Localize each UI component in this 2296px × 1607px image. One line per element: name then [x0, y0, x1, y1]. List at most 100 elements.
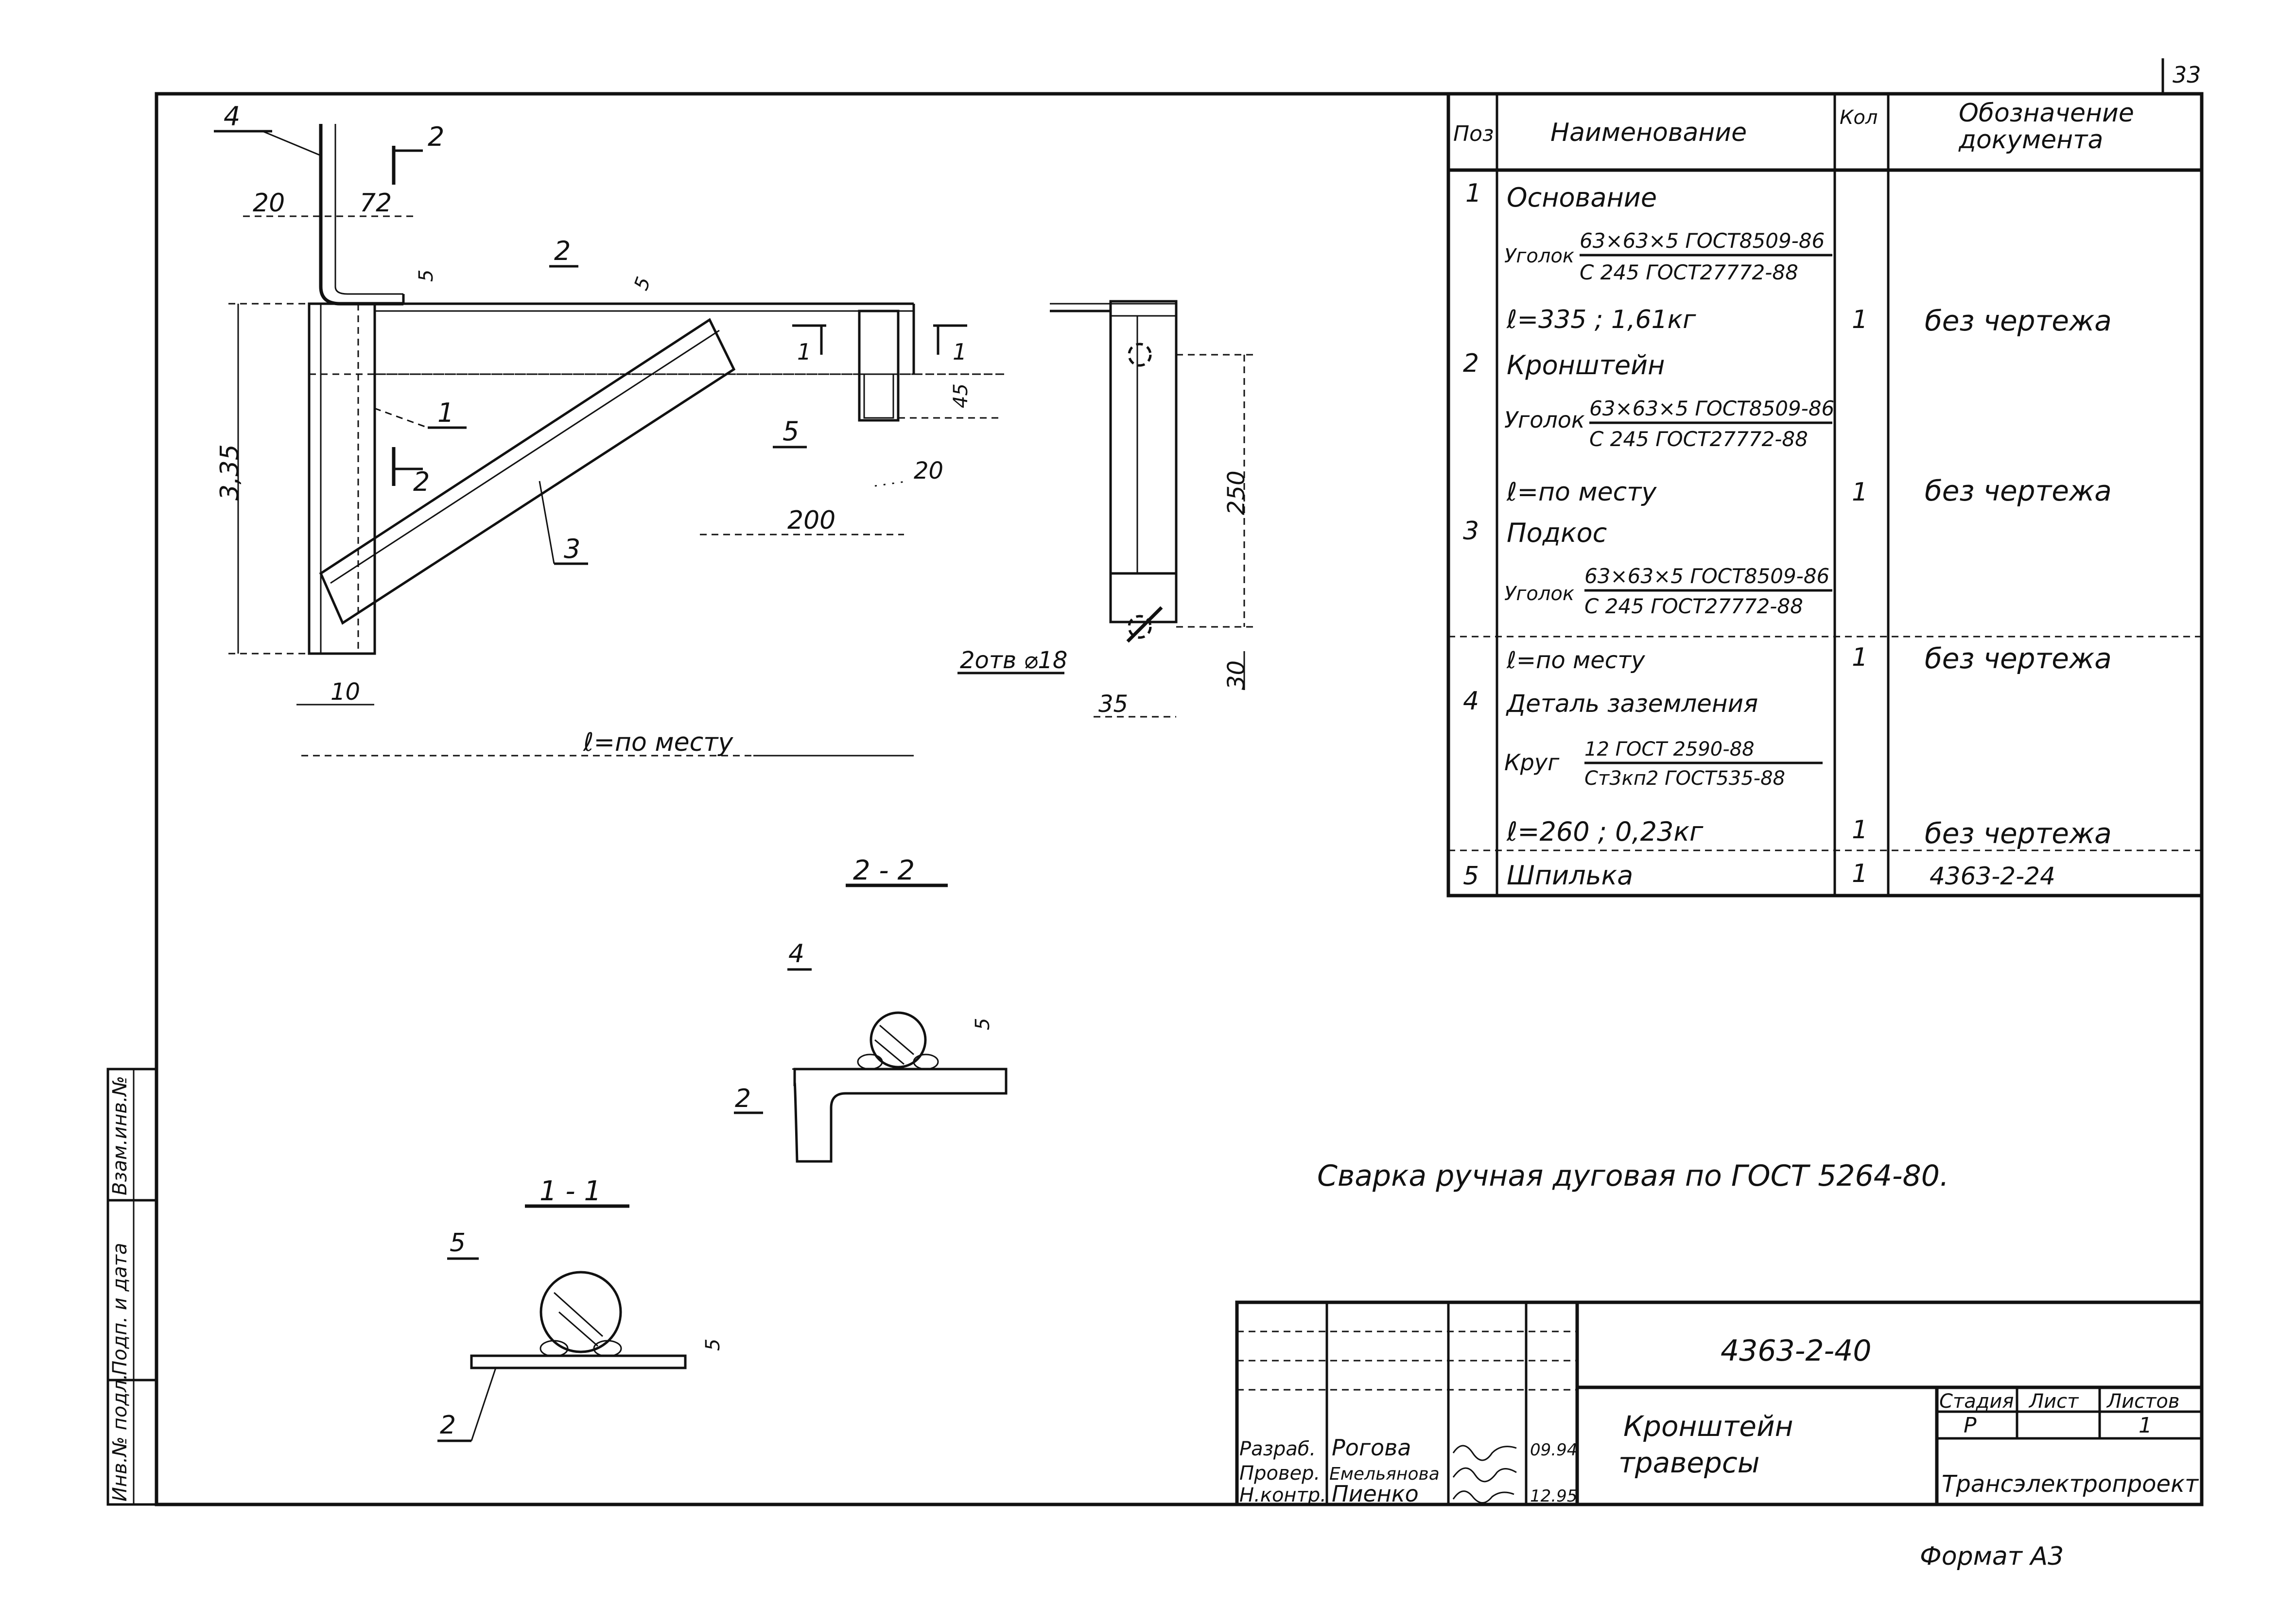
spec-row-11-prefix: Круг — [1504, 749, 1560, 776]
dim-length: ℓ=по месту — [583, 728, 733, 757]
spec-row-13-doc: 4363-2-24 — [1930, 862, 2055, 890]
name-checker: Емельянова — [1329, 1464, 1440, 1484]
section-1-1-callout-5: 5 — [450, 1228, 466, 1258]
dim-45: 45 — [950, 383, 972, 408]
spec-row-5-frac-top: 63×63×5 ГОСТ8509-86 — [1589, 397, 1834, 420]
stage-label: Стадия — [1939, 1390, 2014, 1413]
holes-label: 2отв ⌀18 — [960, 647, 1067, 674]
dim-5-rod: 5 — [415, 270, 437, 282]
spec-row-13-pos: 5 — [1463, 862, 1479, 891]
signature-developer — [1452, 1445, 1517, 1461]
end-block — [858, 310, 900, 422]
spec-header-doc-2: документа — [1958, 125, 2103, 155]
spec-row-11-frac-bottom: Ст3кп2 ГОСТ535-88 — [1584, 767, 1785, 790]
spec-row-5-prefix: Уголок — [1504, 407, 1585, 433]
title-line-2: траверсы — [1618, 1446, 1760, 1479]
section-mark-2-bottom: 2 — [413, 467, 430, 497]
dim-5-top: 5 — [630, 274, 655, 294]
section-1-1-title: 1 - 1 — [539, 1175, 601, 1207]
spec-row-9-qty: 1 — [1852, 643, 1868, 672]
section-1-1-callout-2: 2 — [440, 1411, 456, 1440]
role-developer: Разраб. — [1239, 1438, 1316, 1460]
role-checker: Провер. — [1239, 1462, 1320, 1485]
date-norm-control: 12.95 — [1530, 1486, 1577, 1506]
spec-row-9-doc: без чертежа — [1925, 642, 2112, 675]
section-1-1: 1 - 1 5 2 5 — [437, 1175, 724, 1442]
spec-row-2-frac-top: 63×63×5 ГОСТ8509-86 — [1580, 229, 1825, 253]
spec-row-10-pos: 4 — [1463, 687, 1479, 716]
dim-200: 200 — [787, 506, 835, 535]
stamp-field-replace: Взам.инв.№ — [109, 1076, 131, 1195]
dim-250: 250 — [1223, 470, 1250, 515]
date-developer: 09.94 — [1530, 1440, 1577, 1460]
signature-norm-control — [1452, 1490, 1514, 1503]
stamp-field-sign-date: Подп. и дата — [109, 1243, 131, 1375]
dim-72: 72 — [360, 189, 392, 218]
spec-row-4-pos: 2 — [1463, 349, 1479, 378]
section-1-1-dim-5: 5 — [702, 1339, 724, 1351]
dim-35: 35 — [1098, 691, 1128, 718]
spec-row-13-qty: 1 — [1852, 859, 1868, 888]
diagonal-brace — [319, 318, 736, 625]
callout-2: 2 — [554, 236, 571, 266]
callout-4: 4 — [224, 101, 240, 132]
callout-3: 3 — [564, 534, 580, 564]
section-2-2-title: 2 - 2 — [853, 855, 915, 886]
dim-20: 20 — [253, 189, 285, 218]
spec-row-6-qty: 1 — [1852, 478, 1868, 507]
spec-row-8-frac-top: 63×63×5 ГОСТ8509-86 — [1584, 564, 1829, 588]
title-line-1: Кронштейн — [1623, 1410, 1793, 1443]
name-developer: Рогова — [1332, 1434, 1411, 1461]
welding-note: Сварка ручная дуговая по ГОСТ 5264-80. — [1317, 1159, 1949, 1193]
corner-number: 33 — [2173, 62, 2201, 88]
spec-row-2-prefix: Уголок — [1504, 245, 1574, 267]
title-block: 4363-2-40 Кронштейн траверсы Стадия Лист… — [1235, 1300, 2204, 1507]
spec-row-3-name: ℓ=335 ; 1,61кг — [1506, 305, 1696, 334]
spec-row-8-prefix: Уголок — [1504, 583, 1574, 605]
spec-row-3-doc: без чертежа — [1925, 304, 2112, 337]
section-mark-2-top: 2 — [428, 121, 444, 152]
spec-row-1-name: Основание — [1507, 182, 1657, 213]
spec-row-5-frac-bottom: С 245 ГОСТ27772-88 — [1589, 427, 1808, 451]
spec-row-7-pos: 3 — [1463, 517, 1479, 546]
spec-row-6-doc: без чертежа — [1925, 474, 2112, 507]
section-mark-1-right: 1 — [953, 339, 967, 365]
spec-row-10-name: Деталь заземления — [1506, 690, 1758, 718]
sheets-label: Листов — [2106, 1390, 2179, 1413]
grounding-rod — [319, 124, 403, 306]
signature-checker — [1452, 1467, 1517, 1483]
sheet-frame — [155, 92, 2204, 1506]
spec-row-13-name: Шпилька — [1507, 860, 1633, 891]
hole-top — [1128, 343, 1152, 367]
format-label: Формат А3 — [1920, 1542, 2064, 1571]
base-angle — [308, 302, 376, 655]
spec-header-doc-1: Обозначение — [1959, 99, 2134, 128]
org-name: Трансэлектропроект — [1942, 1470, 2199, 1498]
section-1-1-plate — [470, 1354, 687, 1369]
side-view: 250 30 35 2отв ⌀18 — [957, 300, 1254, 718]
section-2-2-callout-2: 2 — [735, 1084, 751, 1113]
spec-row-7-name: Подкос — [1507, 518, 1607, 548]
spec-row-1-pos: 1 — [1465, 179, 1481, 208]
callout-5: 5 — [783, 416, 799, 447]
dim-335: 3,35 — [215, 444, 244, 501]
spec-row-2-frac-bottom: С 245 ГОСТ27772-88 — [1580, 260, 1798, 284]
section-2-2-rod — [870, 1011, 927, 1069]
spec-row-12-name: ℓ=260 ; 0,23кг — [1506, 816, 1704, 847]
spec-row-9-name: ℓ=по месту — [1506, 647, 1645, 674]
dim-10: 10 — [330, 678, 360, 706]
section-2-2-callout-4: 4 — [788, 939, 804, 968]
spec-header-name: Наименование — [1550, 118, 1747, 147]
sheets-value: 1 — [2139, 1413, 2152, 1438]
role-norm-control: Н.контр. — [1239, 1484, 1326, 1506]
main-view: 4 2 1 3 5 2 2 1 1 20 72 5 5 3,35 — [214, 101, 1006, 757]
callout-1: 1 — [437, 397, 454, 428]
spec-row-12-qty: 1 — [1852, 815, 1868, 845]
spec-row-11-frac-top: 12 ГОСТ 2590-88 — [1584, 738, 1755, 760]
spec-row-12-doc: без чертежа — [1925, 817, 2112, 850]
name-norm-control: Пиенко — [1332, 1481, 1419, 1507]
section-2-2: 2 - 2 4 2 5 — [734, 855, 1008, 1163]
spec-row-6-name: ℓ=по месту — [1506, 478, 1657, 507]
spec-header-pos: Поз — [1453, 121, 1494, 146]
